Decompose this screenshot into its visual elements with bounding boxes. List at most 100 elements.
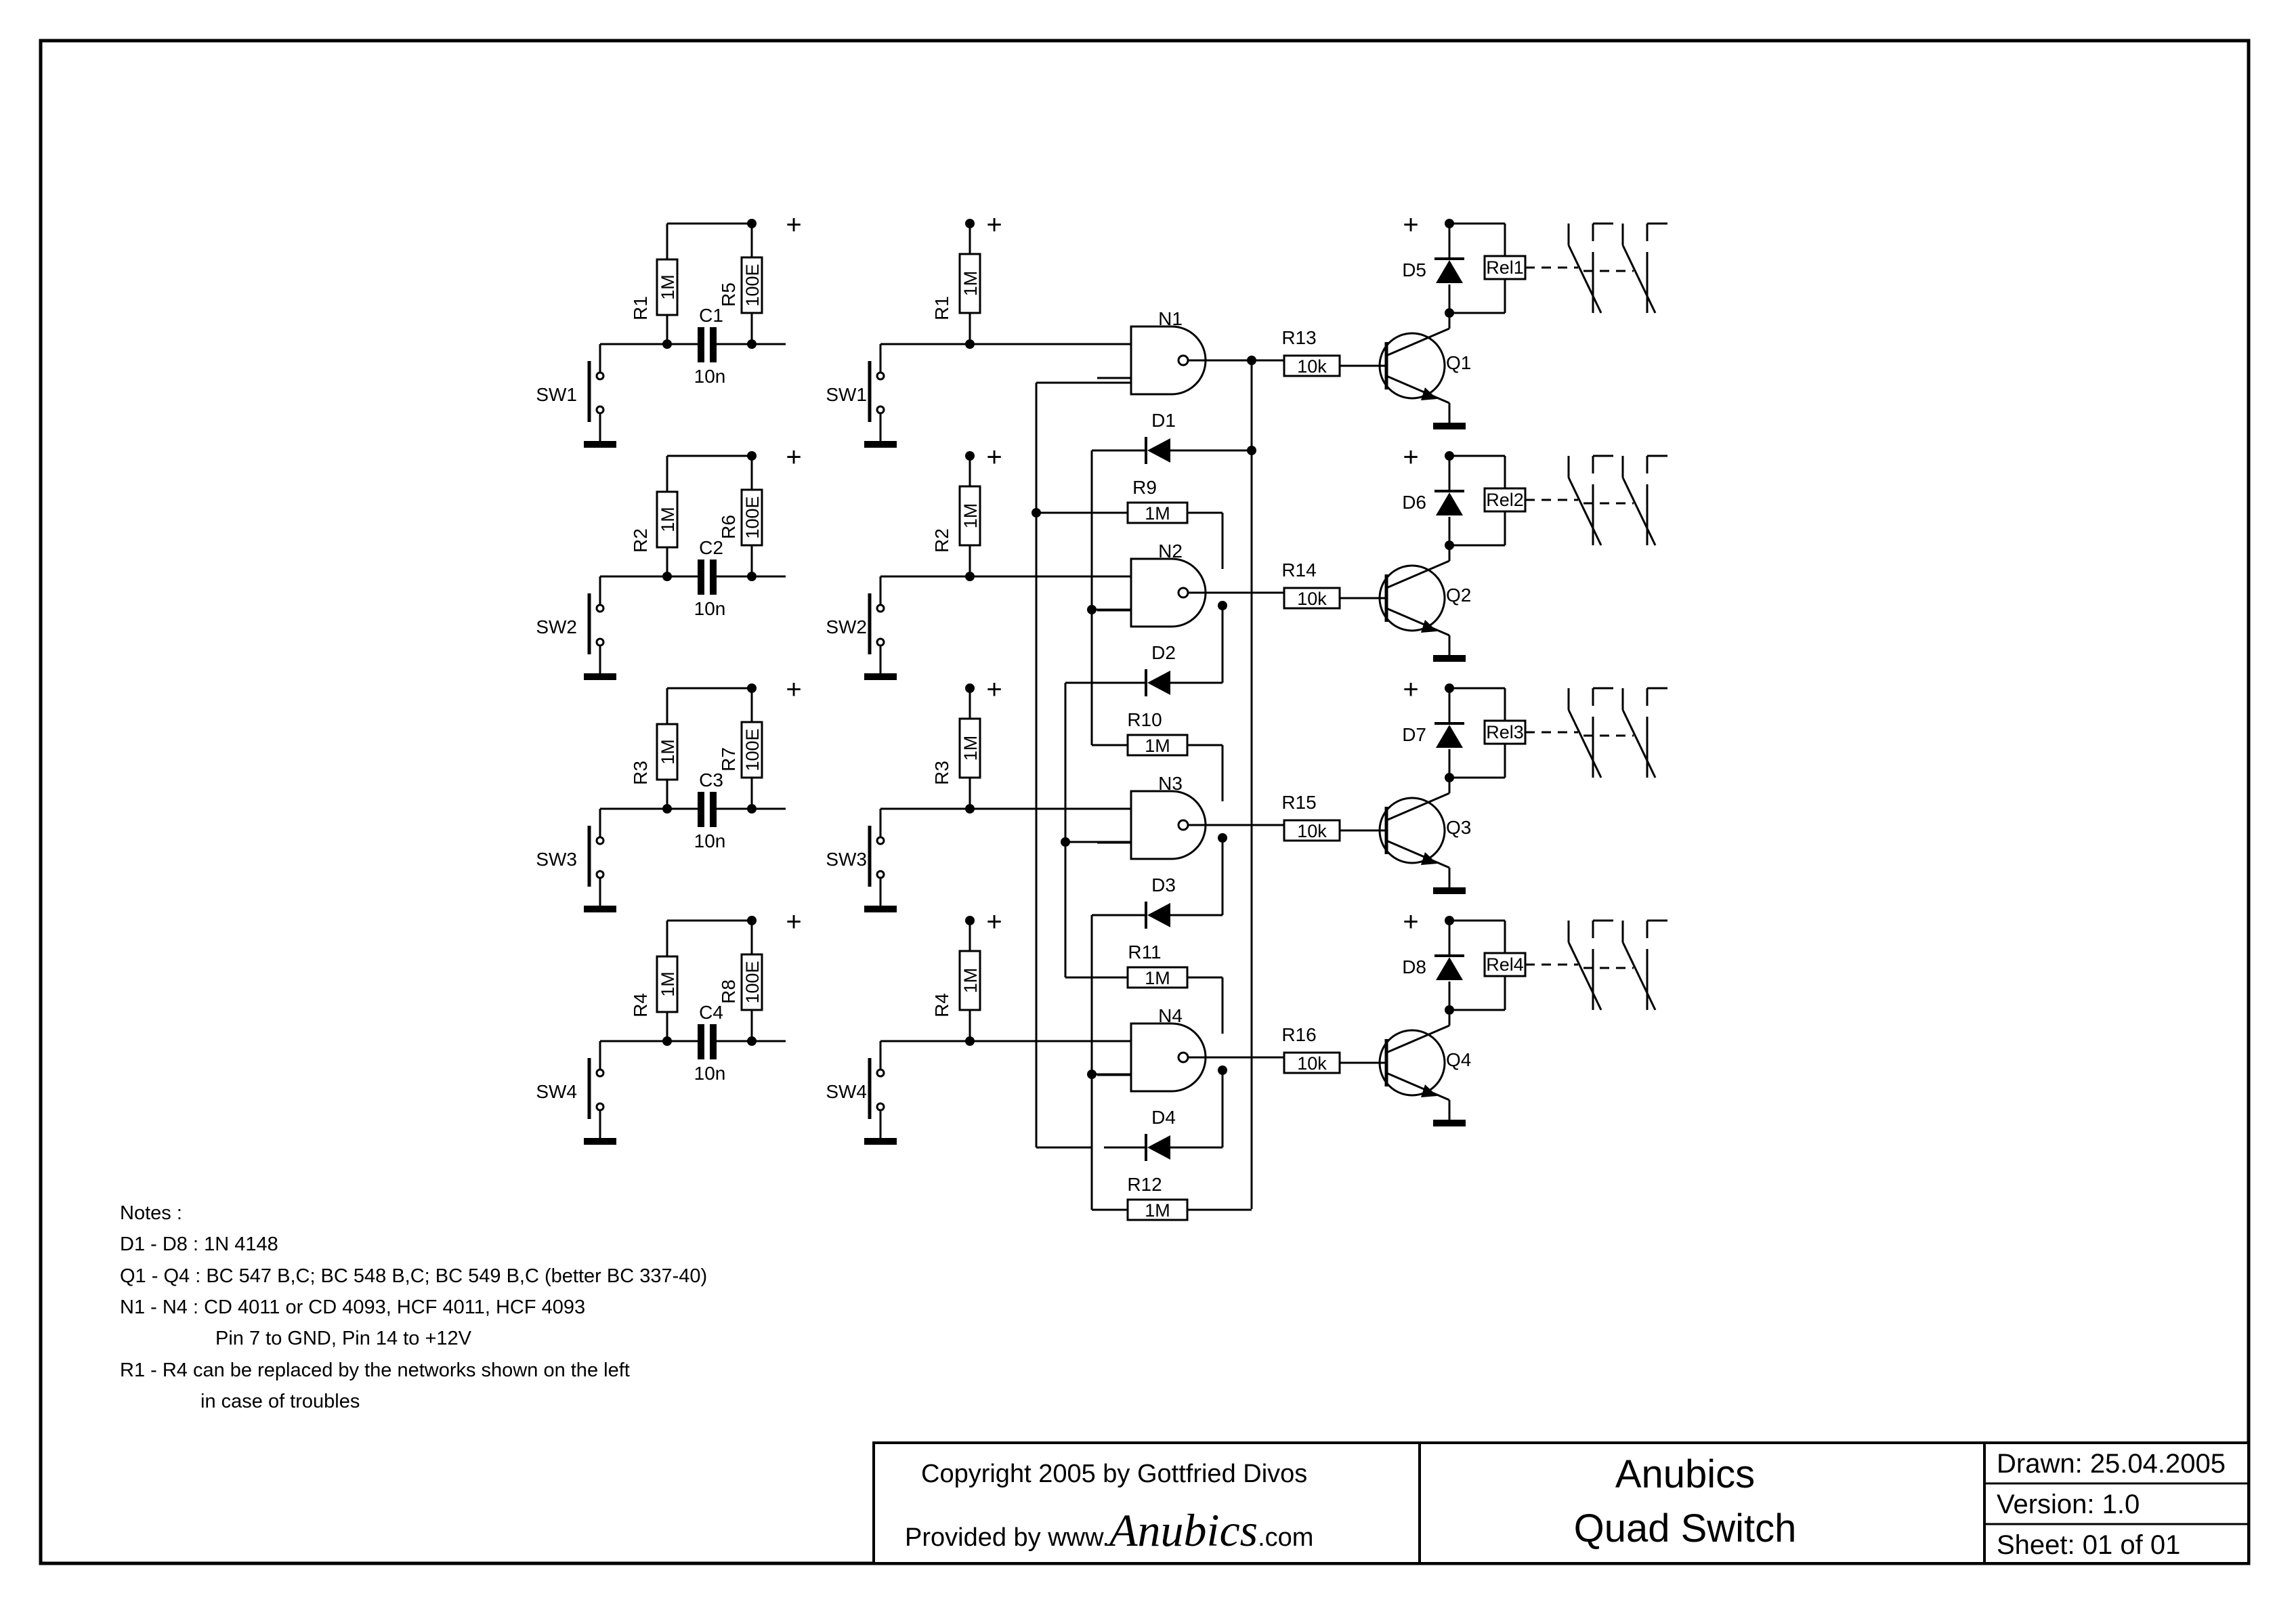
relay-label: Rel2 <box>1486 490 1524 510</box>
ref-r8: R8 <box>718 979 739 1004</box>
ref-sw3: SW3 <box>826 849 867 870</box>
notes-line-6: in case of troubles <box>200 1391 360 1412</box>
supply-plus: + <box>786 675 801 704</box>
resistor-value: 10k <box>1297 821 1327 841</box>
junction-dot <box>747 1036 757 1046</box>
resistor-value: 1M <box>1145 1200 1170 1221</box>
relay-contact <box>1621 222 1667 314</box>
ref-d8: D8 <box>1402 956 1426 977</box>
junction-dot <box>662 339 672 349</box>
notes-heading: Notes : <box>120 1202 182 1224</box>
ref-n1: N1 <box>1158 308 1183 329</box>
supply-plus: + <box>986 675 1002 704</box>
ref-r4: R4 <box>931 993 952 1017</box>
notes-line-1: D1 - D8 : 1N 4148 <box>120 1233 278 1255</box>
junction-dot <box>1218 601 1227 610</box>
resistor-value: 1M <box>960 271 981 297</box>
junction-dot <box>662 804 672 814</box>
resistor-value: 1M <box>1145 968 1170 988</box>
junction-dot <box>747 804 757 814</box>
ref-sw2: SW2 <box>826 616 867 637</box>
ref-r13: R13 <box>1281 327 1316 348</box>
relay-contact <box>1567 919 1613 1011</box>
cap-value: 10n <box>694 366 726 387</box>
ref-q1: Q1 <box>1446 352 1471 373</box>
transistor-q4 <box>1378 1029 1446 1097</box>
ref-d1: D1 <box>1151 410 1176 431</box>
resistor-r4 <box>958 950 981 1011</box>
junction-dot <box>662 1036 672 1046</box>
supply-plus: + <box>986 907 1002 937</box>
capacitor-c1 <box>698 327 704 362</box>
capacitor-c2 <box>698 560 704 595</box>
ground-symbol <box>864 441 897 448</box>
ref-c4: C4 <box>699 1002 723 1023</box>
ground-symbol <box>1433 655 1466 662</box>
ref-sw1: SW1 <box>826 384 867 405</box>
switch-sw4 <box>868 1058 885 1119</box>
ground-symbol <box>864 673 897 680</box>
resistor-value: 1M <box>960 503 981 529</box>
nand-gate-n1 <box>1130 325 1207 396</box>
junction-dot <box>747 572 757 581</box>
ref-c3: C3 <box>699 769 723 790</box>
diode-symbol <box>1147 438 1170 463</box>
ref-r4: R4 <box>630 993 651 1017</box>
relay-label: Rel4 <box>1486 954 1524 975</box>
supply-plus: + <box>1403 442 1418 472</box>
resistor-value: 10k <box>1297 589 1327 609</box>
diode-symbol <box>1147 1135 1170 1160</box>
supply-plus: + <box>1403 675 1418 704</box>
ground-symbol <box>864 1138 897 1145</box>
resistor-value: 1M <box>658 739 678 765</box>
ground-symbol <box>1433 887 1466 894</box>
resistor-value: 100E <box>742 263 763 306</box>
title-line-2: Quad Switch <box>1574 1506 1797 1550</box>
drawn-date: Drawn: 25.04.2005 <box>1997 1449 2226 1479</box>
relay-contact <box>1621 919 1667 1011</box>
ref-r3: R3 <box>630 761 651 785</box>
switch-sw2 <box>868 593 885 654</box>
ref-sw4-alt: SW4 <box>536 1081 577 1102</box>
ground-symbol <box>584 906 616 912</box>
diode-symbol <box>1436 260 1463 283</box>
resistor-r5 <box>740 256 763 314</box>
notes-line-5: R1 - R4 can be replaced by the networks … <box>120 1359 630 1381</box>
ground-symbol <box>584 441 616 448</box>
diode-symbol <box>1436 492 1463 515</box>
sheet-border <box>39 39 2251 1565</box>
resistor-value: 1M <box>658 971 678 997</box>
resistor-value: 10k <box>1297 1053 1327 1074</box>
ref-n4: N4 <box>1158 1005 1183 1026</box>
ref-r14: R14 <box>1281 560 1316 581</box>
ref-r1: R1 <box>931 296 952 320</box>
junction-dot <box>1218 1065 1227 1075</box>
ref-sw1-alt: SW1 <box>536 384 577 405</box>
junction-dot <box>747 916 757 925</box>
notes: Notes : D1 - D8 : 1N 4148 Q1 - Q4 : BC 5… <box>120 1202 707 1412</box>
transistor-q3 <box>1378 797 1446 864</box>
ref-r15: R15 <box>1281 792 1316 813</box>
resistor-value: 1M <box>1145 503 1170 524</box>
ref-r9: R9 <box>1132 477 1157 498</box>
ref-r2: R2 <box>931 528 952 553</box>
ref-r16: R16 <box>1281 1024 1316 1045</box>
ref-r1: R1 <box>630 296 651 320</box>
resistor-r3 <box>958 717 981 779</box>
notes-line-4: Pin 7 to GND, Pin 14 to +12V <box>215 1328 472 1349</box>
junction-dot <box>747 451 757 461</box>
relay-contact <box>1567 687 1613 778</box>
relay-contact <box>1621 455 1667 546</box>
ref-n3: N3 <box>1158 773 1183 794</box>
ref-d5: D5 <box>1402 259 1426 280</box>
diode-symbol <box>1436 725 1463 748</box>
nand-gate-n2 <box>1130 557 1207 628</box>
resistor-r1-alt <box>656 258 679 316</box>
junction-dot <box>1218 833 1227 843</box>
ref-sw2-alt: SW2 <box>536 616 577 637</box>
supply-plus: + <box>1403 210 1418 240</box>
ref-q4: Q4 <box>1446 1049 1471 1070</box>
ref-sw4: SW4 <box>826 1081 867 1102</box>
